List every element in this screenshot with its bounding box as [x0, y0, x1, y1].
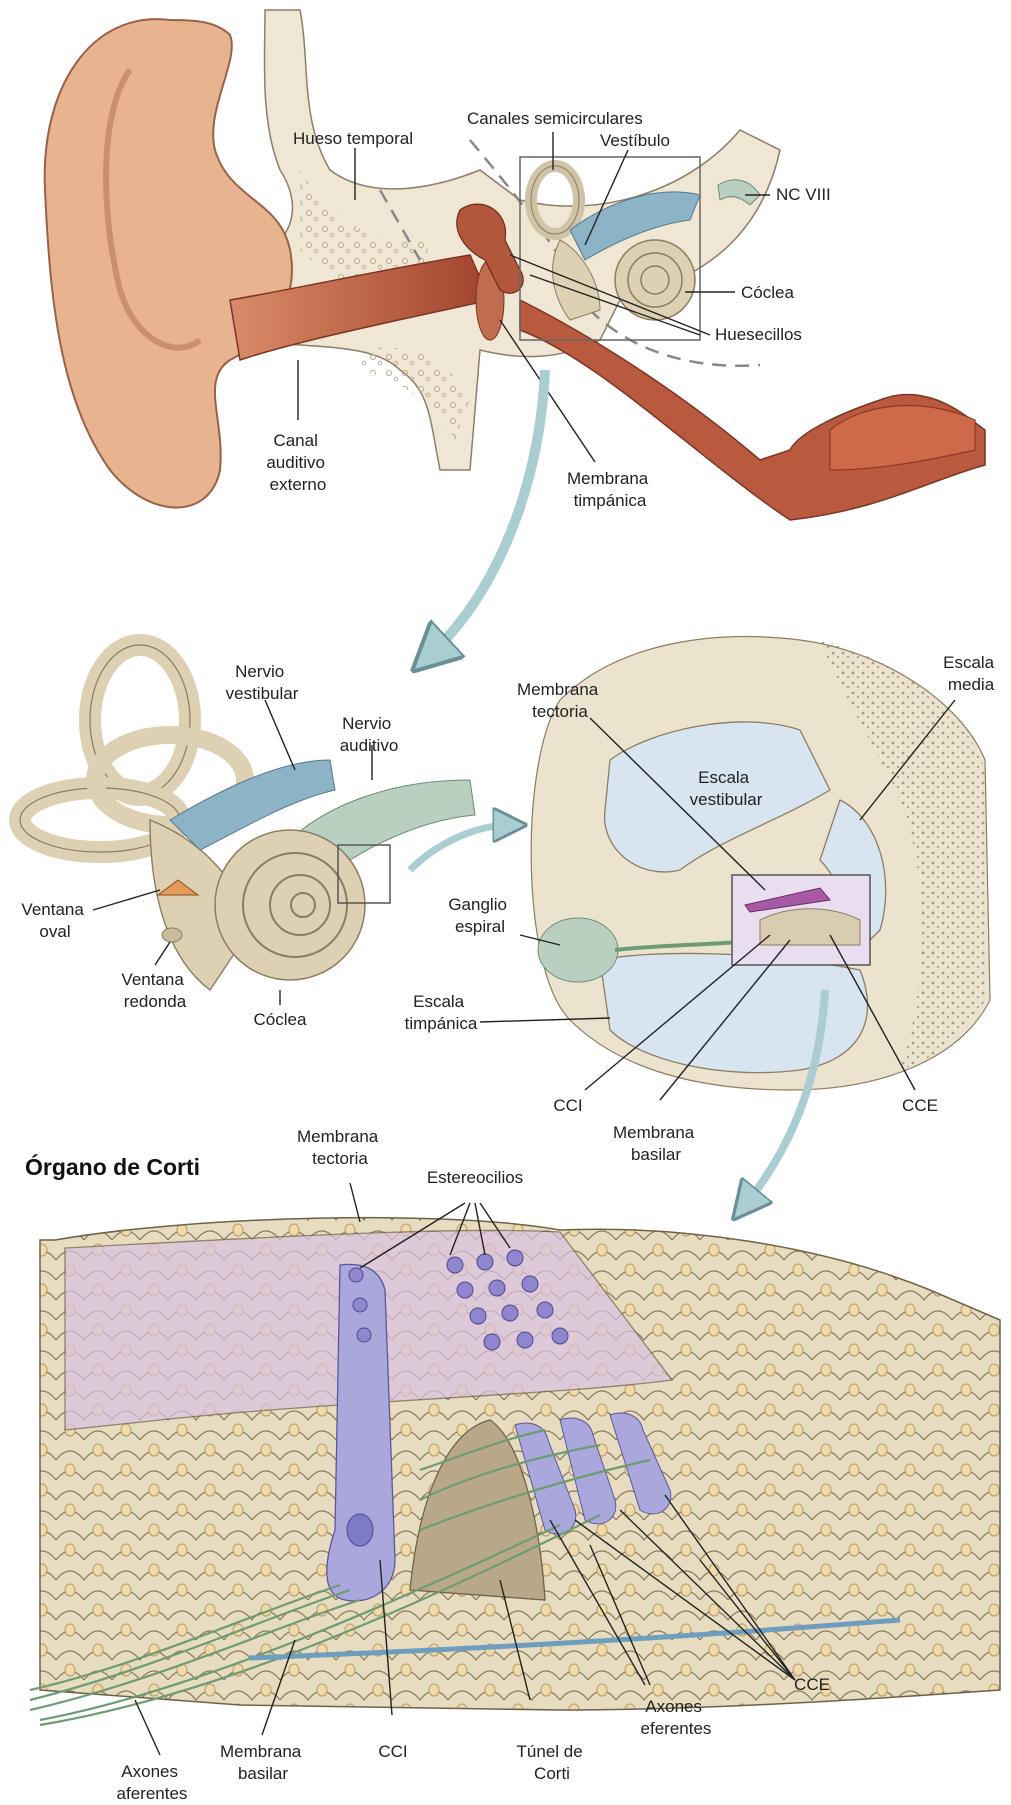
label-scala-media: Escala media	[943, 653, 999, 694]
stereocilia-dot	[517, 1332, 533, 1348]
label-auditory-nerve: Nervio auditivo	[340, 714, 399, 755]
label-cochlea-ear: Cóclea	[741, 283, 794, 302]
cochlea-section-panel: Membrana tectoria Escala media Escala ve…	[405, 637, 999, 1164]
label-tectorial-membrane-corti: Membrana tectoria	[297, 1127, 383, 1168]
label-semicircular-canals: Canales semicirculares	[467, 109, 643, 128]
label-ear-canal: Canal auditivo externo	[266, 431, 329, 494]
label-scala-tympani: Escala timpánica	[405, 992, 478, 1033]
stereocilia-dot	[353, 1298, 367, 1312]
ear-panel: Canales semicirculares Hueso temporal Ve…	[45, 10, 985, 520]
label-stereocilia: Estereocilios	[427, 1168, 523, 1187]
label-nc-viii: NC VIII	[776, 185, 831, 204]
stereocilia-dot	[522, 1276, 538, 1292]
label-vestibular-nerve: Nervio vestibular	[226, 662, 299, 703]
label-cci-corti: CCI	[378, 1742, 407, 1761]
label-vestibule: Vestíbulo	[600, 131, 670, 150]
label-spiral-ganglion: Ganglio espiral	[448, 895, 511, 936]
stereocilia-dot	[502, 1305, 518, 1321]
stereocilia-dot	[477, 1254, 493, 1270]
cochlea-small	[615, 240, 695, 320]
label-basilar-membrane-section: Membrana basilar	[613, 1123, 699, 1164]
label-cci-section: CCI	[553, 1096, 582, 1115]
label-oval-window: Ventana oval	[21, 900, 88, 941]
organ-of-corti-title: Órgano de Corti	[25, 1153, 200, 1180]
stereocilia-dot	[537, 1302, 553, 1318]
label-cce-section: CCE	[902, 1096, 938, 1115]
label-ossicles: Huesecillos	[715, 325, 802, 344]
inner-hair-cell-nucleus	[347, 1514, 373, 1546]
stereocilia-dot	[470, 1308, 486, 1324]
stereocilia-dot	[357, 1328, 371, 1342]
label-afferent-axons: Axones aferentes	[117, 1762, 188, 1803]
label-basilar-membrane-corti: Membrana basilar	[220, 1742, 306, 1783]
stereocilia-dot	[552, 1328, 568, 1344]
stereocilia-dot	[484, 1334, 500, 1350]
stereocilia-dot	[447, 1257, 463, 1273]
stereocilia-dot	[507, 1250, 523, 1266]
label-temporal-bone: Hueso temporal	[293, 129, 413, 148]
label-tunnel-of-corti: Túnel de Corti	[517, 1742, 588, 1783]
inner-ear-panel: Nervio vestibular Nervio auditivo Ventan…	[20, 645, 475, 1029]
stereocilia-dot	[349, 1268, 363, 1282]
transition-arrow-2	[410, 825, 510, 870]
label-round-window: Ventana redonda	[121, 970, 188, 1011]
label-cce-corti: CCE	[794, 1675, 830, 1694]
label-cochlea-inner: Cóclea	[254, 1010, 307, 1029]
stereocilia-dot	[457, 1282, 473, 1298]
round-window-shape	[162, 928, 182, 942]
spiral-ganglion-shape	[538, 918, 618, 982]
organ-of-corti-panel: Órgano de Corti	[25, 1127, 1000, 1803]
label-eardrum: Membrana timpánica	[567, 469, 653, 510]
organ-small	[760, 909, 860, 945]
auricle-shape	[45, 19, 292, 507]
stereocilia-dot	[489, 1280, 505, 1296]
